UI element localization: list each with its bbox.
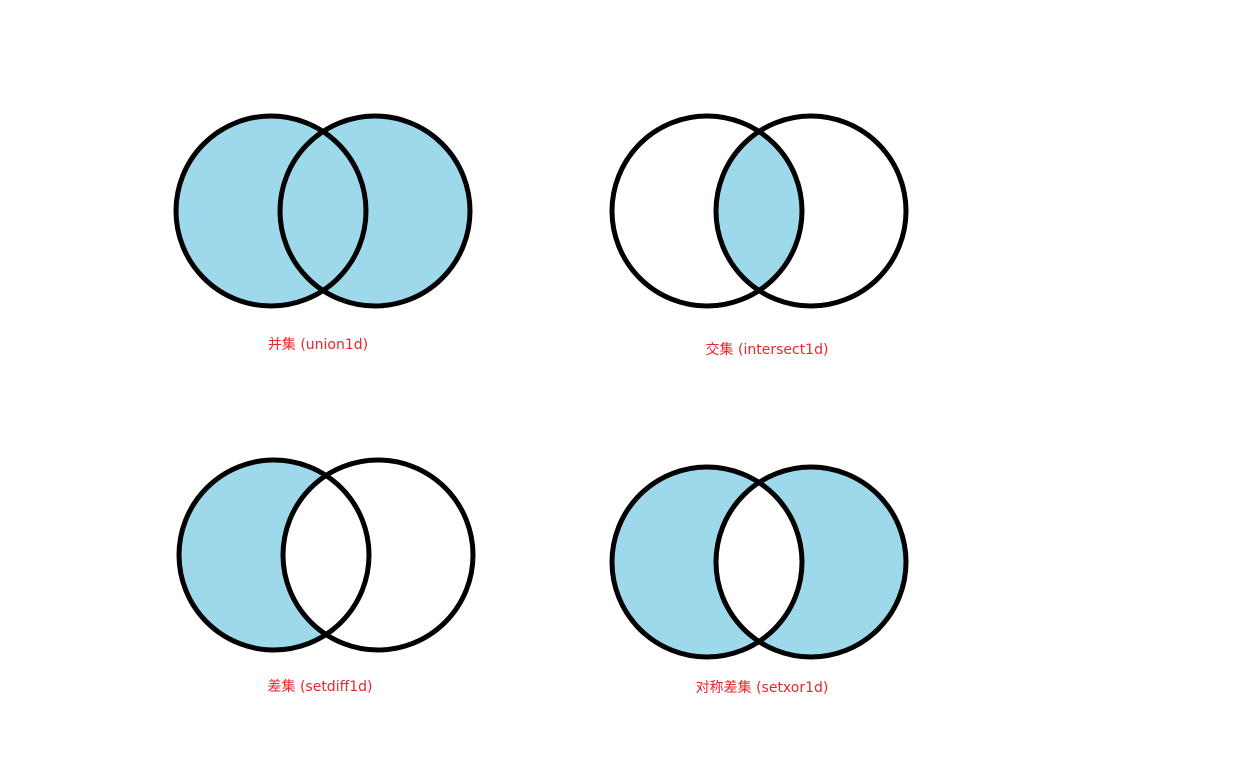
venn-difference-a-only-fill xyxy=(179,460,369,650)
venn-difference-caption: 差集 (setdiff1d) xyxy=(267,679,373,695)
venn-intersection-set-a-outline xyxy=(609,113,805,309)
venn-difference-set-b-outline xyxy=(280,457,476,653)
venn-symmetric-difference-set-b-outline xyxy=(713,464,909,660)
venn-union-set-b-outline xyxy=(277,113,473,309)
venn-union-caption: 并集 (union1d) xyxy=(267,337,369,353)
venn-symmetric-difference-caption: 对称差集 (setxor1d) xyxy=(695,680,829,696)
venn-symmetric-difference-set-a-outline xyxy=(609,464,805,660)
venn-intersection-set-b-outline xyxy=(713,113,909,309)
venn-difference-set-a-outline xyxy=(176,457,372,653)
venn-union-set-b-fill xyxy=(280,116,470,306)
venn-symmetric-difference-b-only-fill xyxy=(716,467,906,657)
venn-intersection-caption: 交集 (intersect1d) xyxy=(705,342,829,358)
venn-intersection-overlap-fill xyxy=(716,116,802,306)
venn-union-set-a-outline xyxy=(173,113,369,309)
